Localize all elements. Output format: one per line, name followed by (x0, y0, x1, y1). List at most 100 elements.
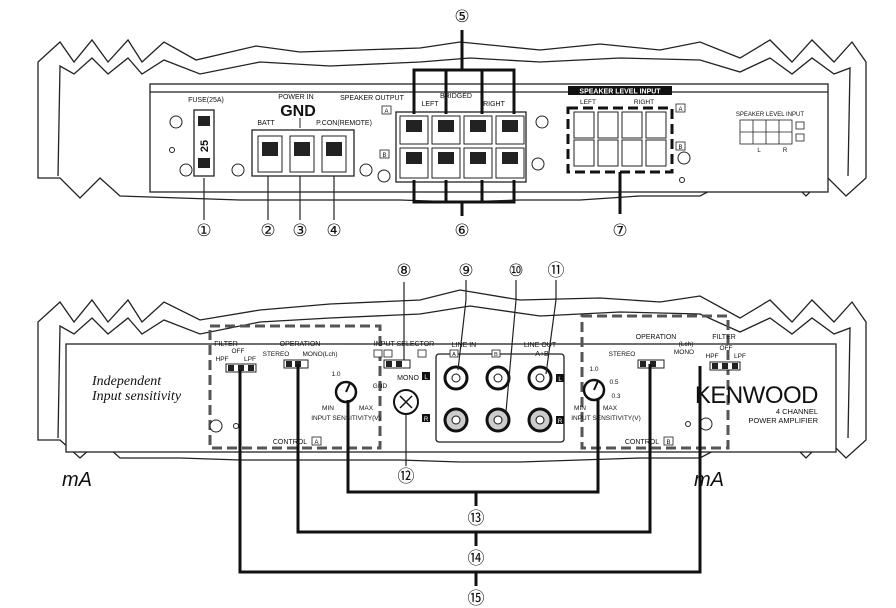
power-terminal-block (251, 129, 355, 177)
product-line1: 4 CHANNEL (776, 407, 818, 416)
control-label-a: CONTROL (273, 439, 307, 446)
callout-8: ⑧ (396, 261, 411, 280)
left-label: LEFT (421, 101, 439, 108)
control-b-region (580, 314, 730, 450)
sens-max-b: MAX (603, 405, 618, 412)
pcon-label: P.CON(REMOTE) (316, 120, 372, 127)
screw-bottom-left (209, 419, 223, 433)
mono-lch-label-a: MONO(Lch) (302, 351, 337, 358)
rca-l-badge-right (556, 374, 564, 382)
callout-1: ① (196, 221, 211, 240)
operation-label-a: OPERATION (280, 341, 321, 348)
hpf-label-a: HPF (216, 356, 229, 363)
sli-right-label: RIGHT (634, 99, 654, 106)
sli-badge-b: B (675, 141, 686, 151)
line-in-a-badge: A (449, 349, 459, 358)
callout-11: ⑪ (548, 261, 565, 280)
power-in-label: POWER IN (278, 94, 313, 101)
control-badge-a: A (311, 436, 322, 446)
callout-15: ⑮ (468, 589, 485, 608)
callout-6: ⑥ (454, 221, 469, 240)
batt-label: BATT (257, 120, 275, 127)
screw-fuse-bottom (179, 163, 193, 177)
led-dot (169, 147, 175, 153)
stereo-label-b: STEREO (609, 351, 636, 358)
speaker-level-input-connector (566, 106, 674, 174)
screw-power-left (231, 163, 245, 177)
sens-min-a: MIN (322, 405, 334, 412)
mono-l-badge (422, 372, 430, 380)
mono-label-b: MONO (674, 349, 694, 356)
svg-text:B: B (666, 440, 670, 446)
annotation-line2: Input sensitivity (91, 389, 182, 404)
screw-bottom-right (699, 417, 713, 431)
screw-sli (677, 151, 691, 165)
svg-text:A: A (678, 107, 682, 113)
off-label-a: OFF (232, 348, 245, 355)
svg-text:L: L (424, 375, 428, 381)
sens-0-5-b: 0.5 (609, 379, 618, 386)
line-in-b-badge: B (491, 349, 501, 358)
callout-7: ⑦ (612, 221, 627, 240)
a-plus-b-label: A+B (535, 351, 549, 358)
fuse-label: FUSE(25A) (188, 97, 224, 104)
stereo-label-a: STEREO (263, 351, 290, 358)
svg-text:B: B (678, 145, 682, 151)
input-selector-switch[interactable] (383, 359, 411, 369)
badge-b-top: B (379, 149, 390, 159)
fuse-value: 25 (199, 140, 211, 152)
control-a-region (208, 324, 382, 450)
control-label-b: CONTROL (625, 439, 659, 446)
svg-text:A: A (314, 440, 318, 446)
operation-switch-a[interactable] (283, 359, 309, 369)
filter-label-a: FILTER (214, 341, 238, 348)
screw-fuse-top (169, 115, 183, 129)
top-heatsink-outline (37, 38, 867, 203)
control-badge-b: B (663, 436, 674, 446)
badge-a-top: A (381, 105, 392, 115)
bridged-label: BRIDGED (440, 93, 472, 100)
callout-12: ⑫ (398, 467, 415, 486)
screw-spk-left (377, 169, 391, 183)
right-label: RIGHT (483, 101, 506, 108)
sens-min-b: MIN (574, 405, 586, 412)
screw-power-right (359, 163, 373, 177)
callout-lines-top (203, 176, 335, 220)
sens-0-3-b: 0.3 (611, 393, 620, 400)
sli-small-legend (739, 119, 805, 145)
lpf-label-a: LPF (244, 356, 256, 363)
filter-switch-b[interactable] (709, 361, 741, 371)
svg-text:R: R (424, 417, 429, 423)
led-bottom-right (685, 421, 691, 427)
callout-3: ③ (292, 221, 307, 240)
callout-9: ⑨ (458, 261, 473, 280)
input-sensitivity-b: INPUT SENSITIVITY(V) (571, 415, 641, 422)
line-in-label: LINE IN (452, 342, 477, 349)
lch-label-b: (Lch) (679, 341, 694, 348)
callout-lines-bottom (403, 280, 557, 466)
bottom-heatsink-inner (57, 305, 851, 439)
screw-spk-right2 (531, 157, 545, 171)
input-sensitivity-a: INPUT SENSITIVITY(V) (311, 415, 381, 422)
svg-text:A: A (384, 109, 388, 115)
sens-1-0-a: 1.0 (331, 371, 340, 378)
callout-14: ⑭ (468, 549, 485, 568)
rca-r-badge-left (422, 414, 430, 422)
terminal-row-a (399, 115, 525, 145)
hpf-label-b: HPF (706, 353, 719, 360)
product-line2: POWER AMPLIFIER (748, 416, 818, 425)
callout-13: ⑬ (468, 509, 485, 528)
callout-4: ④ (326, 221, 341, 240)
filter-label-b: FILTER (712, 334, 736, 341)
fuse-holder: 25 (193, 109, 215, 177)
sli-left-label: LEFT (580, 99, 596, 106)
sens-max-a: MAX (359, 405, 374, 412)
speaker-output-label: SPEAKER OUTPUT (340, 95, 405, 102)
line-out-label: LINE OUT (524, 342, 557, 349)
svg-text:B: B (382, 153, 386, 159)
speaker-terminal-block (395, 111, 527, 183)
speaker-output-brackets (412, 30, 516, 216)
sli-badge-a: A (675, 103, 686, 113)
mono-label: MONO (397, 375, 419, 382)
